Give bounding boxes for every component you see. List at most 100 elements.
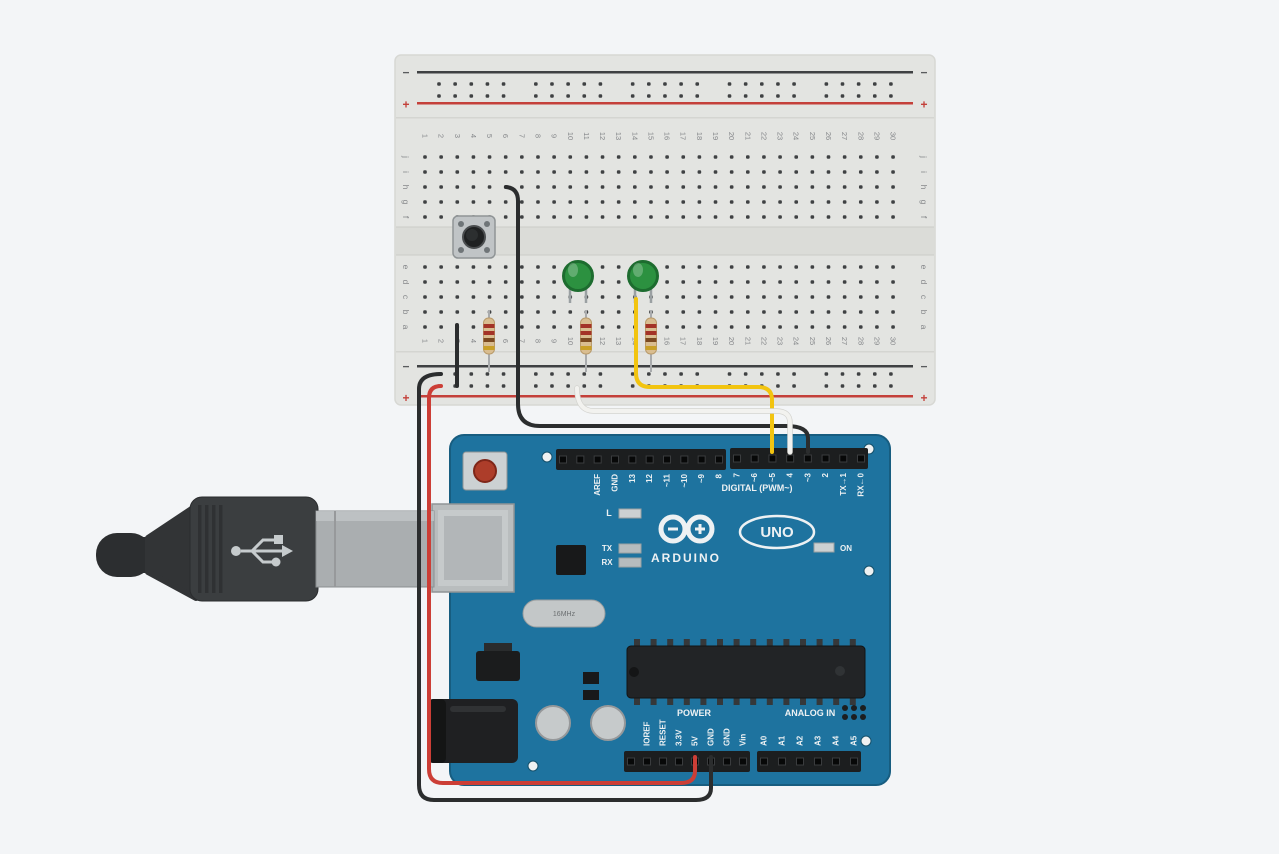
breadboard-hole[interactable] [794, 325, 799, 329]
breadboard-hole[interactable] [520, 280, 524, 284]
breadboard-hole[interactable] [536, 325, 540, 329]
breadboard-rail-hole[interactable] [824, 94, 829, 98]
breadboard-hole[interactable] [810, 295, 815, 299]
breadboard-hole[interactable] [584, 185, 589, 189]
digital-header-right-pin[interactable] [768, 454, 777, 463]
wire-gnd-black[interactable] [417, 372, 713, 802]
breadboard-hole[interactable] [665, 295, 669, 299]
breadboard-hole[interactable] [794, 155, 799, 159]
power-header-pin[interactable] [627, 757, 635, 766]
power-header-pin[interactable] [675, 757, 683, 766]
breadboard-hole[interactable] [826, 280, 831, 284]
breadboard-rail-hole[interactable] [501, 372, 506, 376]
breadboard-hole[interactable] [697, 295, 702, 299]
breadboard-hole[interactable] [649, 215, 653, 219]
breadboard-rail-hole[interactable] [453, 82, 457, 86]
breadboard-rail-hole[interactable] [663, 82, 667, 86]
breadboard-hole[interactable] [487, 265, 492, 269]
breadboard-hole[interactable] [423, 310, 427, 314]
breadboard-rail-hole[interactable] [550, 94, 554, 98]
breadboard-hole[interactable] [794, 170, 799, 174]
breadboard-hole[interactable] [439, 325, 443, 329]
breadboard-hole[interactable] [778, 280, 782, 284]
breadboard-hole[interactable] [471, 265, 476, 269]
breadboard-hole[interactable] [891, 170, 895, 174]
breadboard-hole[interactable] [842, 215, 847, 219]
breadboard-hole[interactable] [503, 265, 508, 269]
breadboard-hole[interactable] [423, 215, 427, 219]
breadboard-hole[interactable] [439, 170, 443, 174]
breadboard-rail-hole[interactable] [695, 372, 700, 376]
breadboard-hole[interactable] [794, 295, 799, 299]
breadboard-hole[interactable] [826, 310, 831, 314]
breadboard-rail-hole[interactable] [824, 384, 829, 388]
breadboard-hole[interactable] [746, 265, 750, 269]
wire-led2-yellow[interactable] [634, 297, 774, 454]
breadboard-hole[interactable] [649, 185, 653, 189]
breadboard-hole[interactable] [439, 310, 443, 314]
breadboard-hole[interactable] [778, 155, 782, 159]
breadboard-hole[interactable] [455, 295, 460, 299]
breadboard-hole[interactable] [665, 325, 669, 329]
analog-header-pin[interactable] [760, 757, 768, 766]
breadboard-hole[interactable] [746, 185, 750, 189]
breadboard-hole[interactable] [552, 185, 556, 189]
breadboard-hole[interactable] [568, 170, 573, 174]
breadboard-hole[interactable] [681, 280, 686, 284]
breadboard-rail-hole[interactable] [776, 372, 780, 376]
breadboard-hole[interactable] [858, 280, 863, 284]
breadboard-hole[interactable] [810, 310, 815, 314]
breadboard-hole[interactable] [665, 215, 669, 219]
pushbutton[interactable] [452, 215, 496, 259]
breadboard-hole[interactable] [713, 155, 718, 159]
breadboard-hole[interactable] [423, 295, 427, 299]
breadboard-hole[interactable] [810, 200, 815, 204]
breadboard-hole[interactable] [858, 155, 863, 159]
breadboard-hole[interactable] [584, 155, 589, 159]
breadboard-rail-hole[interactable] [566, 384, 570, 388]
breadboard-hole[interactable] [778, 185, 782, 189]
breadboard-hole[interactable] [729, 215, 734, 219]
breadboard-rail-hole[interactable] [630, 94, 635, 98]
breadboard-hole[interactable] [503, 170, 508, 174]
breadboard-rail-hole[interactable] [840, 94, 845, 98]
breadboard-hole[interactable] [858, 310, 863, 314]
breadboard-hole[interactable] [536, 265, 540, 269]
breadboard-hole[interactable] [600, 170, 605, 174]
breadboard-hole[interactable] [439, 185, 443, 189]
breadboard-rail-hole[interactable] [469, 384, 474, 388]
breadboard-rail-hole[interactable] [872, 372, 877, 376]
breadboard-rail-hole[interactable] [824, 82, 829, 86]
breadboard-hole[interactable] [552, 155, 556, 159]
breadboard-hole[interactable] [681, 200, 686, 204]
breadboard-rail-hole[interactable] [792, 94, 796, 98]
breadboard-hole[interactable] [762, 215, 766, 219]
breadboard-hole[interactable] [600, 185, 605, 189]
breadboard-hole[interactable] [697, 280, 702, 284]
breadboard-hole[interactable] [552, 295, 556, 299]
breadboard-hole[interactable] [439, 200, 443, 204]
breadboard-hole[interactable] [584, 170, 589, 174]
breadboard-hole[interactable] [552, 265, 556, 269]
breadboard-hole[interactable] [842, 170, 847, 174]
digital-header-right-pin[interactable] [750, 454, 759, 463]
breadboard-hole[interactable] [810, 280, 815, 284]
breadboard-rail-hole[interactable] [776, 82, 780, 86]
icsp-pin[interactable] [860, 714, 866, 720]
breadboard-hole[interactable] [858, 325, 863, 329]
breadboard-hole[interactable] [633, 185, 637, 189]
breadboard-rail-hole[interactable] [582, 82, 587, 86]
breadboard-hole[interactable] [600, 155, 605, 159]
analog-header-pin[interactable] [850, 757, 858, 766]
breadboard-hole[interactable] [826, 325, 831, 329]
breadboard-rail-hole[interactable] [856, 384, 861, 388]
breadboard-rail-hole[interactable] [566, 372, 570, 376]
breadboard-hole[interactable] [826, 200, 831, 204]
power-header-pin[interactable] [739, 757, 747, 766]
breadboard-rail-hole[interactable] [534, 94, 538, 98]
breadboard-hole[interactable] [746, 280, 750, 284]
wire-button-signal-black[interactable] [504, 185, 810, 454]
breadboard-hole[interactable] [713, 170, 718, 174]
breadboard-hole[interactable] [681, 155, 686, 159]
breadboard-hole[interactable] [826, 185, 831, 189]
